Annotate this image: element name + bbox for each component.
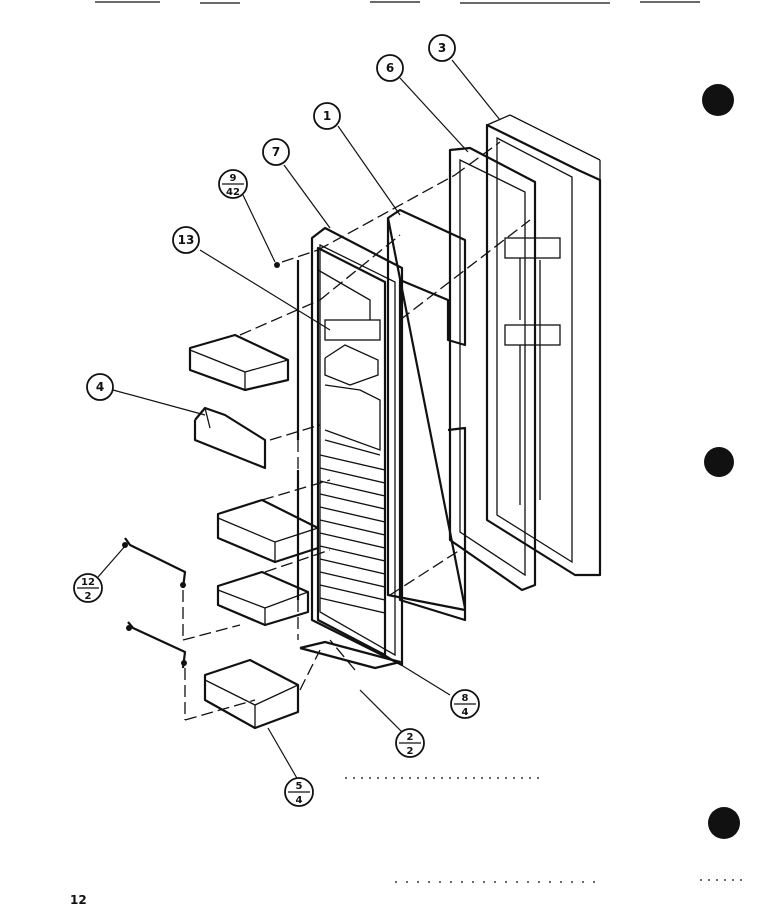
- part-screw: [274, 262, 280, 268]
- part-bottom-trim: [299, 640, 402, 670]
- part-outer-door: [485, 114, 602, 577]
- callout-4-denominator: 4: [462, 707, 469, 718]
- part-bin-retainer: [193, 406, 267, 470]
- part-shelf-support-lower: [126, 621, 187, 669]
- callout-7-label: 7: [272, 145, 280, 159]
- callout-3: 3: [428, 34, 456, 62]
- callout-13: 13: [172, 226, 200, 254]
- assembly-dashed-lines: [182, 141, 531, 721]
- binder-hole-middle: [704, 447, 734, 477]
- callout-7: 7: [262, 138, 290, 166]
- liner-shelf-lines: [319, 454, 386, 614]
- callout-4-label: 4: [96, 380, 104, 394]
- callout-8-over-4: 8 4: [450, 689, 480, 719]
- part-door-bin-middle: [216, 498, 320, 564]
- callout-13-label: 13: [178, 233, 195, 247]
- callout-9-over-42: 9 42: [218, 169, 248, 199]
- callout-1-label: 1: [323, 109, 331, 123]
- part-door-gasket: [448, 146, 537, 592]
- callout-8-numerator: 8: [462, 693, 469, 704]
- callout-2-denominator: 2: [85, 591, 92, 602]
- part-door-bin-lower: [216, 570, 310, 627]
- callout-2-numerator: 2: [407, 732, 414, 743]
- part-shelf-support-upper: [122, 537, 187, 589]
- part-door-bin-bottom: [203, 658, 300, 730]
- callout-12-numerator: 12: [81, 577, 95, 588]
- part-door-liner: [386, 208, 467, 622]
- callout-12-over-2: 12 2: [73, 573, 103, 603]
- part-inner-door-liner: [316, 246, 387, 657]
- callout-4: 4: [86, 373, 114, 401]
- scan-noise-top: [95, 1, 700, 4]
- callout-6-label: 6: [386, 61, 394, 75]
- callout-2b-denominator: 2: [407, 746, 414, 757]
- callout-4b-denominator: 4: [296, 795, 303, 806]
- callout-1: 1: [313, 102, 341, 130]
- callout-42-denominator: 42: [226, 187, 240, 198]
- callout-6: 6: [376, 54, 404, 82]
- binder-hole-top: [702, 84, 734, 116]
- callout-2-over-2: 2 2: [395, 728, 425, 758]
- page-number: 12: [70, 893, 87, 907]
- leader-lines: [97, 59, 501, 781]
- callout-3-label: 3: [438, 41, 446, 55]
- scan-noise-bottom: [345, 777, 745, 883]
- callout-9-numerator: 9: [230, 173, 237, 184]
- callout-5-numerator: 5: [296, 781, 303, 792]
- binder-hole-bottom: [708, 807, 740, 839]
- part-door-bin-upper: [188, 333, 290, 392]
- part-inner-gasket: [310, 226, 404, 667]
- callout-5-over-4: 5 4: [284, 777, 314, 807]
